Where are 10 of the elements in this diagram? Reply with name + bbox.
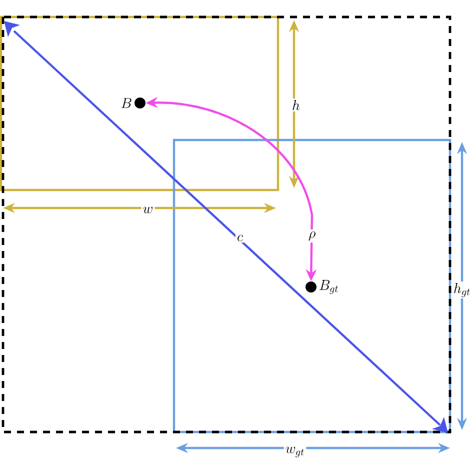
point-label: $B$	[121, 98, 132, 108]
edge-label: $\rho$	[306, 230, 318, 242]
point-label: $B_{gt}$	[320, 280, 338, 294]
dimension-label: $w$	[141, 205, 155, 215]
center-point	[306, 282, 316, 292]
dimension-label: $h_{gt}$	[452, 281, 472, 299]
dimension-label: $h$	[290, 98, 302, 112]
center-point	[134, 98, 146, 108]
dimension-label: $w_{gt}$	[284, 445, 306, 459]
dimension-label: $c$	[235, 233, 245, 243]
